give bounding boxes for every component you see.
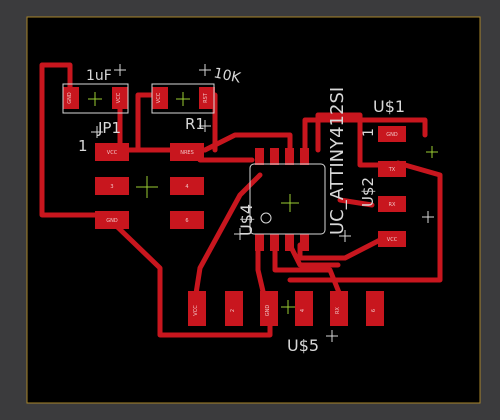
trace-gnd-top [302,117,428,153]
origin-jp1 [136,176,158,198]
trace-mcu-rx [272,242,345,303]
u5-pad-1 [188,291,206,326]
u5-pad-6 [366,291,384,326]
jp1-pad-2-label: NRES [180,150,194,156]
u5-pad-5-label: RX [335,306,341,313]
u1-pad-3 [378,196,406,212]
u5-pad-1-label: VCC [193,305,199,316]
u1-pad-1 [378,126,406,142]
trace-mcu-gnd5 [255,242,268,303]
u5-pad-group: VCC 2 GND 4 RX 6 [188,291,384,326]
pad-c1-a-label: GND [67,92,73,104]
mcu-pin-bottom-2 [270,234,279,251]
trace-rx-u1 [337,197,375,208]
pad-c1-b-label: VCC [116,92,122,103]
origin-mark-u4 [234,228,246,240]
jp1-pad-5-label: GND [106,218,118,224]
cap-value-label: 1uF [86,68,112,84]
jp1-pad-3 [95,177,129,195]
jp1-pad-1-label: VCC [107,150,118,156]
silkscreen-outlines [62,83,326,235]
origin-r1 [176,92,190,106]
u1-pad-4 [378,231,406,247]
mcu-name-label: U$4 [237,204,256,236]
jp1-pad-3-label: 3 [110,184,113,190]
origin-mark-u2 [422,211,434,223]
jp1-pad-6 [170,211,204,229]
origin-mark-jp1 [91,126,103,138]
u1-pad-2 [378,161,406,177]
pad-r1-a-label: VCC [156,92,162,103]
pad-c1-b [112,87,128,109]
silkscreen-labels: 1uF 10K JP1 1 R1 UC_ATTINY412SI U$4 U$1 … [78,65,405,355]
mcu-value-label: UC_ATTINY412SI [327,87,348,235]
r1-outline [151,83,215,114]
u5-pad-5 [330,291,348,326]
u5-pad-6-label: 6 [371,309,377,312]
u5-pad-4-label: 4 [300,309,306,312]
u1-pad-2-label: TX [388,167,396,173]
res-name-label: R1 [185,115,205,133]
conn2-name-label: U$2 [359,177,377,207]
mcu-pin-top-3 [285,148,294,165]
mcu-pin-bottom-4 [300,234,309,251]
origin-mark-mcu [339,230,351,242]
origin-crosshairs [88,64,438,342]
trace-mcu-tx [287,242,341,268]
mcu-pin1-dot [260,212,272,224]
u1-pad-1-label: GND [386,132,398,138]
jp1-pad-5 [95,211,129,229]
jp1-pad-2 [170,143,204,161]
ftdi-name-label: U$1 [373,97,405,116]
mcu-outline [249,163,326,235]
hdr-pin1-label: 1 [78,137,88,155]
origin-mark-res-val [199,64,211,76]
c1-outline [62,83,129,114]
hdr-name-label: JP1 [97,119,121,137]
trace-tx-u1 [315,112,395,168]
u5-pad-4 [295,291,313,326]
origin-mark-u5 [326,330,338,342]
origin-mcu [281,194,299,212]
jp1-pad-4-label: 4 [185,184,188,190]
ftdi2-name-label: U$5 [287,336,319,355]
trace-u1-right [287,160,443,283]
pad-r1-a [152,87,168,109]
jp1-pad-4 [170,177,204,195]
origin-mark-cap-val [114,64,126,76]
mcu-pin-bottom-3 [285,234,294,251]
pad-c1-a [63,87,79,109]
jp1-pad-1 [95,143,129,161]
u1-pad-group: GND TX RX VCC [378,126,406,247]
u1-pad-3-label: RX [389,202,396,208]
origin-c1 [88,92,102,106]
u5-pad-2 [225,291,243,326]
u5-pad-2-label: 2 [230,309,236,312]
origin-u5 [281,300,295,314]
trace-gnd-left [39,62,108,218]
mcu-pin-top-1 [255,148,264,165]
pad-r1-b-label: RST [203,92,209,103]
u5-pad-3 [260,291,278,326]
origin-u1 [426,146,438,158]
res-value-label: 10K [212,65,243,86]
u5-pad-3-label: GND [265,305,271,317]
mcu-pin-top-2 [270,148,279,165]
conn2-pin-label: 1 [361,128,377,137]
mcu-pad-group [255,148,309,251]
jp1-pad-6-label: 6 [185,218,188,224]
origin-mark-r1 [199,120,211,132]
mcu-pin-top-4 [300,148,309,165]
u1-pad-4-label: VCC [387,237,398,243]
pad-r1-b [199,87,215,109]
mcu-pin-bottom-1 [255,234,264,251]
